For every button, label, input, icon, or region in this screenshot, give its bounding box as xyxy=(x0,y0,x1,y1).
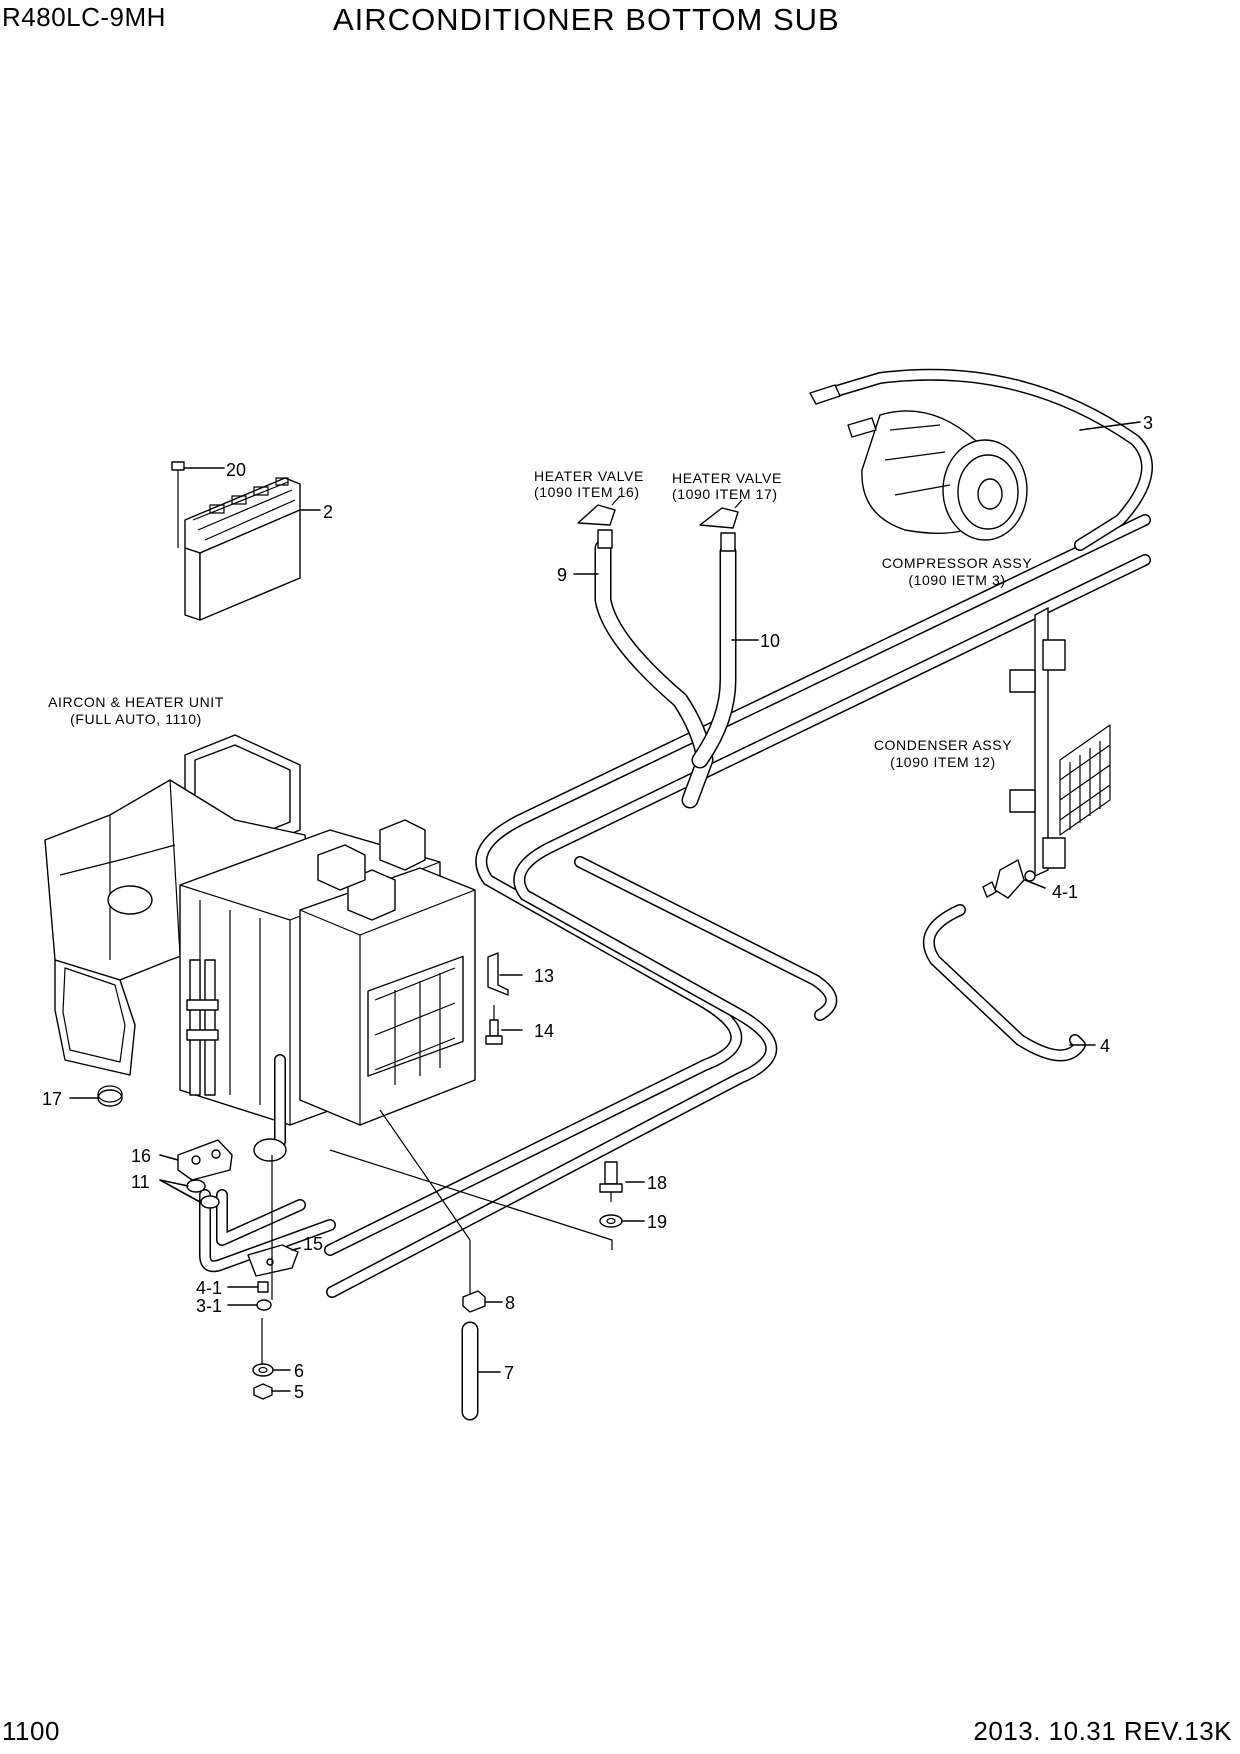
control-panel xyxy=(184,477,301,621)
callout-20: 20 xyxy=(226,460,246,480)
page-title: AIRCONDITIONER BOTTOM SUB xyxy=(333,2,840,37)
clip-8 xyxy=(462,1290,486,1313)
revision-date: 2013. 10.31 REV.13K xyxy=(973,1716,1232,1746)
callout-14: 14 xyxy=(534,1021,554,1041)
washer-6 xyxy=(252,1363,274,1377)
compressor-caption-line1: COMPRESSOR ASSY xyxy=(882,555,1033,571)
washer-19 xyxy=(599,1214,623,1228)
callout-5: 5 xyxy=(294,1382,304,1402)
callout-2: 2 xyxy=(323,502,333,522)
heater-valve-17 xyxy=(699,499,743,552)
callout-6: 6 xyxy=(294,1361,304,1381)
heater-hoses xyxy=(594,539,737,809)
bracket-13 xyxy=(487,952,509,996)
refrigerant-pipes xyxy=(199,368,1153,1298)
fitting-4-1 xyxy=(257,1281,269,1293)
callout-4-1-condenser: 4-1 xyxy=(1052,882,1078,902)
callout-9: 9 xyxy=(557,565,567,585)
bolt-18 xyxy=(599,1161,623,1202)
heater-valve-16 xyxy=(577,495,621,549)
condenser-caption-line1: CONDENSER ASSY xyxy=(874,737,1012,753)
model-number: R480LC-9MH xyxy=(2,2,166,32)
heater-valve-17-caption-line1: HEATER VALVE xyxy=(672,470,782,486)
callout-7: 7 xyxy=(504,1363,514,1383)
aircon-unit-caption-line2: (FULL AUTO, 1110) xyxy=(70,711,202,727)
callout-3-1: 3-1 xyxy=(196,1296,222,1316)
fitting-3-1 xyxy=(256,1299,272,1350)
compressor-caption-line2: (1090 IETM 3) xyxy=(908,572,1005,588)
callout-13: 13 xyxy=(534,966,554,986)
leader-lines xyxy=(69,421,1141,1392)
aircon-heater-unit xyxy=(44,734,476,1181)
callout-17: 17 xyxy=(42,1089,62,1109)
callout-8: 8 xyxy=(505,1293,515,1313)
callout-19: 19 xyxy=(647,1212,667,1232)
page-number: 1100 xyxy=(2,1716,60,1746)
aircon-unit-caption-line1: AIRCON & HEATER UNIT xyxy=(48,694,224,710)
callout-15: 15 xyxy=(303,1234,323,1254)
nut-5 xyxy=(253,1383,273,1400)
callout-4-1-unit: 4-1 xyxy=(196,1278,222,1298)
plate-15 xyxy=(247,1244,299,1277)
callout-16: 16 xyxy=(131,1146,151,1166)
screw-20 xyxy=(171,461,185,548)
condenser xyxy=(982,607,1111,899)
compressor xyxy=(809,384,1028,541)
callout-3: 3 xyxy=(1143,413,1153,433)
heater-valve-16-caption-line2: (1090 ITEM 16) xyxy=(534,484,640,500)
heater-valve-16-caption-line1: HEATER VALVE xyxy=(534,468,644,484)
callout-4: 4 xyxy=(1100,1036,1110,1056)
grommet-17 xyxy=(97,1085,123,1107)
heater-valve-17-caption-line2: (1090 ITEM 17) xyxy=(672,486,778,502)
clips-11 xyxy=(186,1179,220,1209)
condenser-caption-line2: (1090 ITEM 12) xyxy=(890,754,996,770)
callout-10: 10 xyxy=(760,631,780,651)
bolt-14 xyxy=(485,1005,503,1045)
callout-11: 11 xyxy=(131,1172,150,1192)
callout-18: 18 xyxy=(647,1173,667,1193)
